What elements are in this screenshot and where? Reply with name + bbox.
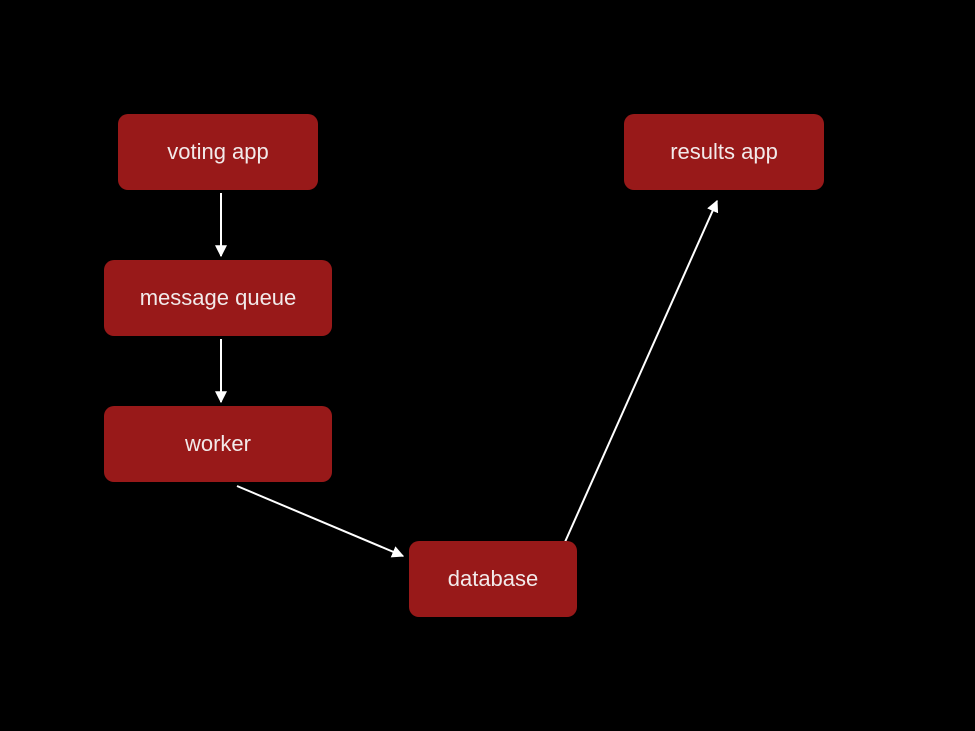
node-label: voting app [167, 139, 269, 164]
node-label: worker [184, 431, 251, 456]
edge-worker-to-database [236, 485, 405, 558]
node-message-queue: message queue [104, 260, 332, 336]
node-label: results app [670, 139, 778, 164]
node-voting-app: voting app [118, 114, 318, 190]
node-results-app: results app [624, 114, 824, 190]
node-database: database [409, 541, 577, 617]
node-worker: worker [104, 406, 332, 482]
edge-database-to-results-app [564, 199, 719, 543]
node-label: database [447, 566, 539, 591]
node-label: message queue [139, 285, 297, 310]
